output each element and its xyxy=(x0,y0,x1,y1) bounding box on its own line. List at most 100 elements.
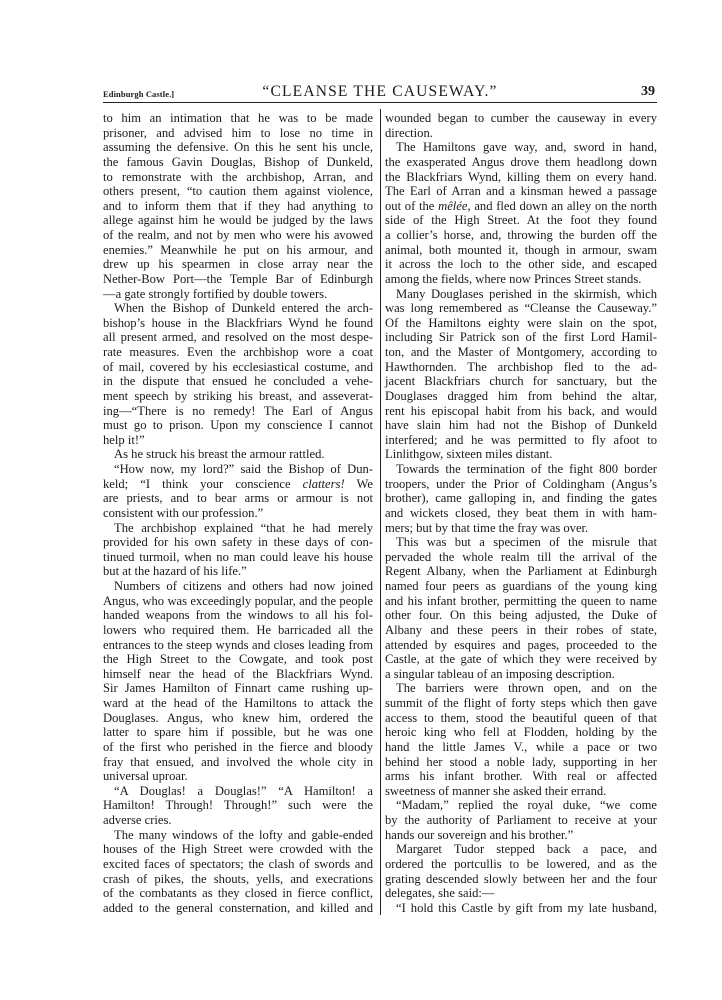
text-line: assuming the defensive. On this he sent … xyxy=(103,140,373,155)
text-line: The barriers were thrown open, and on th… xyxy=(396,681,657,696)
text-line: —a gate strongly fortified by double tow… xyxy=(103,286,328,301)
text-line: houses of the High Street were crowded w… xyxy=(103,842,373,857)
paragraph: The Hamiltons gave way, and, sword in ha… xyxy=(385,140,657,286)
text-line: ward at the head of the Hamiltons to att… xyxy=(103,696,373,710)
page-number: 39 xyxy=(641,84,655,99)
paragraph: As he struck his breast the armour rattl… xyxy=(103,447,373,462)
text-line: named four peers as guardians of the you… xyxy=(385,579,657,593)
text-line: the exasperated Angus drove them headlon… xyxy=(385,154,657,169)
text-line: tinued turmoil, when no man could leave … xyxy=(103,549,373,564)
text-line: Castle, at the gate of which they were r… xyxy=(385,652,657,667)
text-line: troopers, under the Prior of Coldingham … xyxy=(385,476,657,491)
text-line: brother), came galloping in, and finding… xyxy=(385,491,657,506)
text-line: crash of pikes, the shouts, yells, and e… xyxy=(103,871,373,886)
text-line: drew up his spearmen in close array near… xyxy=(103,257,373,272)
text-line: provided for his own safety in these day… xyxy=(103,535,373,550)
text-line: have slain him had not the Bishop of Dun… xyxy=(385,418,657,433)
text-line: the famous Gavin Douglas, Bishop of Dunk… xyxy=(103,154,373,169)
italic-text: clatters! xyxy=(302,476,345,491)
text-line: ing—“There is no remedy! The Earl of Ang… xyxy=(103,403,373,418)
text-line: excited faces of spectators; the clash o… xyxy=(103,856,373,871)
text-line: and wickets closed, they beat them in wi… xyxy=(385,505,657,520)
text-line: The many windows of the lofty and gable-… xyxy=(114,827,373,842)
text-line: sweetness of manner she asked their erra… xyxy=(385,783,607,798)
text-line: of the combatants as they closed in fier… xyxy=(103,886,373,901)
text-line: including Sir Patrick son of the first L… xyxy=(385,330,657,345)
text-line: ordered the portcullis to be lowered, an… xyxy=(385,856,657,871)
text-line: “How now, my lord?” said the Bishop of D… xyxy=(114,462,373,476)
text-line: Albany and these peers in their robes of… xyxy=(385,622,657,637)
text-line: other four. On this being adjusted, the … xyxy=(385,608,657,623)
text-line: all present armed, and resolved on the m… xyxy=(103,330,373,345)
text-line: animal, both mounted it, though in armou… xyxy=(385,242,657,257)
text-line: prisoner, and advised him to lose no tim… xyxy=(103,125,373,140)
text-line: the Blackfriars Wynd, killing them on ev… xyxy=(385,169,657,184)
text-line: Numbers of citizens and others had now j… xyxy=(114,579,373,593)
text-line: heroic king who fell at Flodden, holding… xyxy=(385,725,657,740)
paragraph: The many windows of the lofty and gable-… xyxy=(103,828,373,916)
text-line: others present, “to caution them against… xyxy=(103,184,373,199)
text-line: consistent with our profession.” xyxy=(103,505,264,520)
text-line: are priests, and to bear arms or armour … xyxy=(103,491,373,506)
text-columns: to him an intimation that he was to be m… xyxy=(103,109,657,915)
text-line: interfered; and he was permitted to fly … xyxy=(385,432,657,447)
text-line: keld; “I think your conscience clatters!… xyxy=(103,476,373,491)
section-label: Edinburgh Castle.] xyxy=(103,89,175,99)
running-head: Edinburgh Castle.] “CLEANSE THE CAUSEWAY… xyxy=(103,80,657,103)
text-line: direction. xyxy=(385,125,433,140)
text-line: of mail, covered by his ecclesiastical c… xyxy=(103,359,373,374)
text-line: hands our sovereign and his brother.” xyxy=(385,827,574,842)
text-line: access to them, stood the beautiful quee… xyxy=(385,710,657,725)
paragraph: Towards the termination of the fight 800… xyxy=(385,462,657,535)
text-line: Hawthornden. The archbishop fled to the … xyxy=(385,359,657,374)
text-line: side of the High Street. At the foot the… xyxy=(385,213,657,228)
text-line: among the fields, where now Princes Stre… xyxy=(385,271,642,286)
paragraph: The barriers were thrown open, and on th… xyxy=(385,681,657,798)
text-line: in the dispute that ensued he concluded … xyxy=(103,374,373,389)
paragraph: to him an intimation that he was to be m… xyxy=(103,111,373,301)
text-line: attended by esquires and pages, proceede… xyxy=(385,637,657,652)
text-line: of the realm, and not by men who were hi… xyxy=(103,228,373,242)
text-line: allege against him he would be judged by… xyxy=(103,213,373,228)
text-line: handed weapons from the windows to all h… xyxy=(103,608,373,623)
column-divider xyxy=(379,109,381,915)
text-line: “A Douglas! a Douglas!” “A Hamilton! a xyxy=(114,783,373,798)
right-column: wounded began to cumber the causeway in … xyxy=(385,111,657,915)
text-line: help it!” xyxy=(103,432,145,447)
text-line: mers; but by that time the fray was over… xyxy=(385,520,589,535)
text-line: As he struck his breast the armour rattl… xyxy=(114,447,325,462)
text-line: Nether-Bow Port—the Temple Bar of Edinbu… xyxy=(103,271,373,286)
text-line: must go to prison. Upon my conscience I … xyxy=(103,418,373,433)
text-line: rent his episcopal habit from his back, … xyxy=(385,403,657,418)
text-line: fray that ensued, and involved the whole… xyxy=(103,754,373,769)
text-line: ton, and the Master of Montgomery, accor… xyxy=(385,345,657,359)
paragraph: “I hold this Castle by gift from my late… xyxy=(385,901,657,916)
text-line: The archbishop explained “that he had me… xyxy=(114,520,373,535)
text-line: lowers who required them. He barricaded … xyxy=(103,622,373,637)
book-page: Edinburgh Castle.] “CLEANSE THE CAUSEWAY… xyxy=(103,80,657,915)
text-line: bishop’s house in the Blackfriars Wynd h… xyxy=(103,315,373,330)
chapter-title: “CLEANSE THE CAUSEWAY.” xyxy=(262,83,498,100)
left-column: to him an intimation that he was to be m… xyxy=(103,111,373,915)
text-line: adverse cries. xyxy=(103,813,172,827)
paragraph: The archbishop explained “that he had me… xyxy=(103,521,373,580)
text-line: pervaded the whole realm till the arriva… xyxy=(385,549,657,564)
text-line: grating descended slowly between her and… xyxy=(385,871,657,886)
text-line: enemies.” Meanwhile he put on his armour… xyxy=(103,242,373,257)
text-line: but at the hazard of his life.” xyxy=(103,564,247,579)
text-line: Towards the termination of the fight 800… xyxy=(396,462,657,476)
paragraph: This was but a specimen of the misrule t… xyxy=(385,535,657,681)
text-line: hand the little James V., while a pace o… xyxy=(385,739,657,754)
text-line: and his infant brother, permitting the q… xyxy=(385,593,657,608)
text-line: latter to spare him if possible, but he … xyxy=(103,725,373,740)
text-line: rate measures. Even the archbishop wore … xyxy=(103,345,373,359)
text-line: himself near the head of the Blackfriars… xyxy=(103,666,373,681)
text-line: a collier’s horse, and, throwing the bur… xyxy=(385,228,657,242)
text-line: added to the general consternation, and … xyxy=(103,900,373,915)
paragraph: “Madam,” replied the royal duke, “we com… xyxy=(385,798,657,842)
text-line: This was but a specimen of the misrule t… xyxy=(396,535,657,550)
text-line: of the first who perished in the fierce … xyxy=(103,739,373,754)
text-line: the High Street to the Cowgate, and took… xyxy=(103,652,373,667)
text-line: jacent Blackfriars church for sanctuary,… xyxy=(385,374,657,389)
text-line: universal uproar. xyxy=(103,769,188,784)
